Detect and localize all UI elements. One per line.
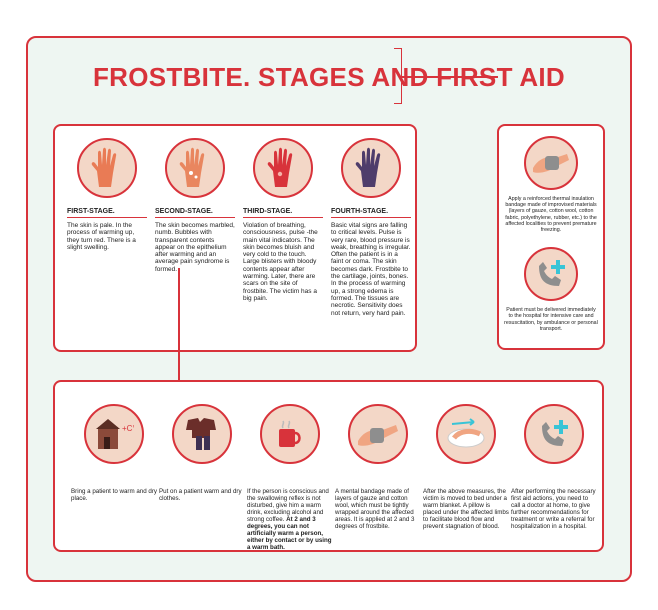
call-doctor-icon — [524, 404, 584, 464]
stage-description: Basic vital signs are falling to critica… — [331, 222, 411, 317]
action-step: A mental bandage made of layers of gauze… — [335, 404, 421, 530]
action-description: After performing the necessary first aid… — [511, 488, 596, 530]
action-description: After the above measures, the victim is … — [423, 488, 509, 530]
action-step: After the above measures, the victim is … — [423, 404, 509, 530]
action-step: If the person is conscious and the swall… — [247, 404, 333, 551]
action-step: Put on a patient warm and dry clothes. — [159, 404, 245, 502]
action-step: +C° Bring a patient to warm and dry plac… — [71, 404, 157, 502]
bandaged-hand-icon — [524, 136, 578, 190]
stage-3: THIRD-STAGE. Violation of breathing, con… — [243, 138, 323, 302]
action-description: Put on a patient warm and dry clothes. — [159, 488, 242, 502]
action-text-regular: If the person is conscious and the swall… — [247, 488, 329, 523]
stage-1: FIRST-STAGE. The skin is pale. In the pr… — [67, 138, 147, 251]
stage-description: The skin becomes marbled, numb. Bubbles … — [155, 222, 235, 273]
stage-4: FOURTH-STAGE. Basic vital signs are fall… — [331, 138, 411, 317]
stage-label: FIRST-STAGE. — [67, 208, 147, 218]
action-description: If the person is conscious and the swall… — [247, 488, 333, 551]
stages-panel: FIRST-STAGE. The skin is pale. In the pr… — [53, 124, 417, 352]
side-item: Patient must be delivered immediately to… — [499, 247, 603, 332]
page-title: FROSTBITE. STAGES AND FIRST AID — [92, 62, 565, 92]
phone-medical-icon — [524, 247, 578, 302]
stage-label: FOURTH-STAGE. — [331, 208, 411, 218]
fourth-stage-hand-icon — [341, 138, 401, 198]
bandage-icon — [348, 404, 408, 464]
stage-label: SECOND-STAGE. — [155, 208, 235, 218]
first-stage-hand-icon — [77, 138, 137, 198]
hot-drink-icon — [260, 404, 320, 464]
side-description: Apply a reinforced thermal insulation ba… — [505, 196, 597, 234]
second-stage-hand-icon — [165, 138, 225, 198]
side-description: Patient must be delivered immediately to… — [504, 307, 598, 332]
connector-line — [402, 76, 498, 78]
action-text-warning: At 2 and 3 degrees, you can not artifici… — [247, 516, 332, 551]
third-stage-hand-icon — [253, 138, 313, 198]
svg-text:+C°: +C° — [122, 424, 134, 433]
warm-bed-icon — [436, 404, 496, 464]
stage-label: THIRD-STAGE. — [243, 208, 323, 218]
first-aid-panel: +C° Bring a patient to warm and dry plac… — [53, 380, 604, 552]
warm-clothes-icon — [172, 404, 232, 464]
action-description: Bring a patient to warm and dry place. — [71, 488, 157, 502]
side-item: Apply a reinforced thermal insulation ba… — [499, 136, 603, 233]
connector-line — [178, 268, 180, 380]
warm-house-icon: +C° — [84, 404, 144, 464]
action-step: After performing the necessary first aid… — [511, 404, 597, 530]
stage-2: SECOND-STAGE. The skin becomes marbled, … — [155, 138, 235, 273]
stages-bracket — [394, 48, 402, 104]
stage-description: The skin is pale. In the process of warm… — [67, 222, 136, 251]
side-panel: Apply a reinforced thermal insulation ba… — [497, 124, 605, 350]
action-description: A mental bandage made of layers of gauze… — [335, 488, 415, 530]
poster: FROSTBITE. STAGES AND FIRST AID FIRST-ST… — [26, 36, 632, 582]
stage-description: Violation of breathing, consciousness, p… — [243, 222, 318, 302]
